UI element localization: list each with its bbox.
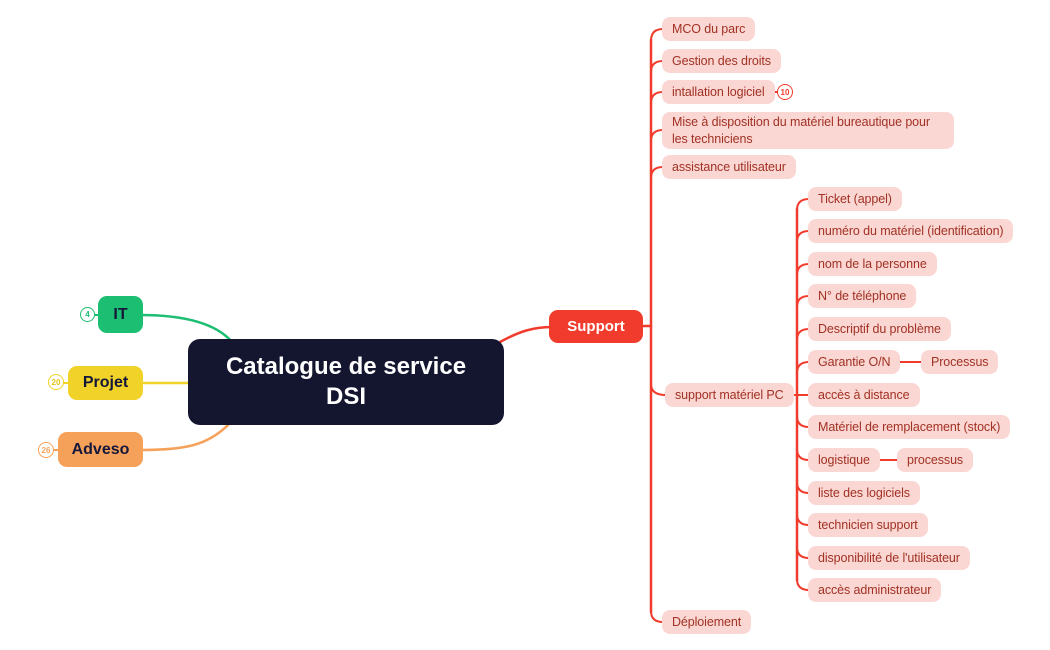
count-badge-it[interactable]: 4: [80, 307, 95, 322]
leaf-mco-du-parc[interactable]: MCO du parc: [662, 17, 756, 41]
root-node-label: Catalogue de service DSI: [225, 353, 467, 410]
leaf-intallation-logiciel[interactable]: intallation logiciel: [662, 80, 775, 104]
leaf-numero-telephone[interactable]: N° de téléphone: [808, 284, 917, 308]
leaf-numero-du-materiel[interactable]: numéro du matériel (identification): [808, 219, 1014, 243]
leaf-logistique[interactable]: logistique: [808, 448, 880, 472]
leaf-processus-logistique[interactable]: processus: [897, 448, 974, 472]
branch-node-projet[interactable]: Projet: [68, 366, 143, 400]
leaf-deploiement[interactable]: Déploiement: [662, 610, 752, 634]
leaf-acces-administrateur[interactable]: accès administrateur: [808, 578, 942, 602]
leaf-disponibilite-utilisateur[interactable]: disponibilité de l'utilisateur: [808, 546, 970, 570]
leaf-processus-garantie[interactable]: Processus: [921, 350, 999, 374]
branch-node-support-materiel-pc[interactable]: support matériel PC: [665, 383, 794, 407]
leaf-nom-de-la-personne[interactable]: nom de la personne: [808, 252, 937, 276]
leaf-mise-a-disposition[interactable]: Mise à disposition du matériel bureautiq…: [662, 112, 954, 149]
leaf-descriptif-du-probleme[interactable]: Descriptif du problème: [808, 317, 951, 341]
count-badge-projet[interactable]: 20: [48, 374, 64, 390]
leaf-ticket-appel[interactable]: Ticket (appel): [808, 187, 902, 211]
leaf-technicien-support[interactable]: technicien support: [808, 513, 928, 537]
branch-node-adveso[interactable]: Adveso: [58, 432, 143, 467]
leaf-liste-des-logiciels[interactable]: liste des logiciels: [808, 481, 920, 505]
count-badge-intallation-logiciel[interactable]: 10: [777, 84, 793, 100]
root-node-catalogue-dsi[interactable]: Catalogue de service DSI: [188, 339, 504, 425]
branch-node-support[interactable]: Support: [549, 310, 643, 343]
leaf-garantie-on[interactable]: Garantie O/N: [808, 350, 901, 374]
branch-node-it[interactable]: IT: [98, 296, 143, 333]
count-badge-adveso[interactable]: 26: [38, 442, 54, 458]
leaf-materiel-de-remplacement[interactable]: Matériel de remplacement (stock): [808, 415, 1011, 439]
leaf-acces-a-distance[interactable]: accès à distance: [808, 383, 920, 407]
leaf-assistance-utilisateur[interactable]: assistance utilisateur: [662, 155, 796, 179]
leaf-gestion-des-droits[interactable]: Gestion des droits: [662, 49, 781, 73]
